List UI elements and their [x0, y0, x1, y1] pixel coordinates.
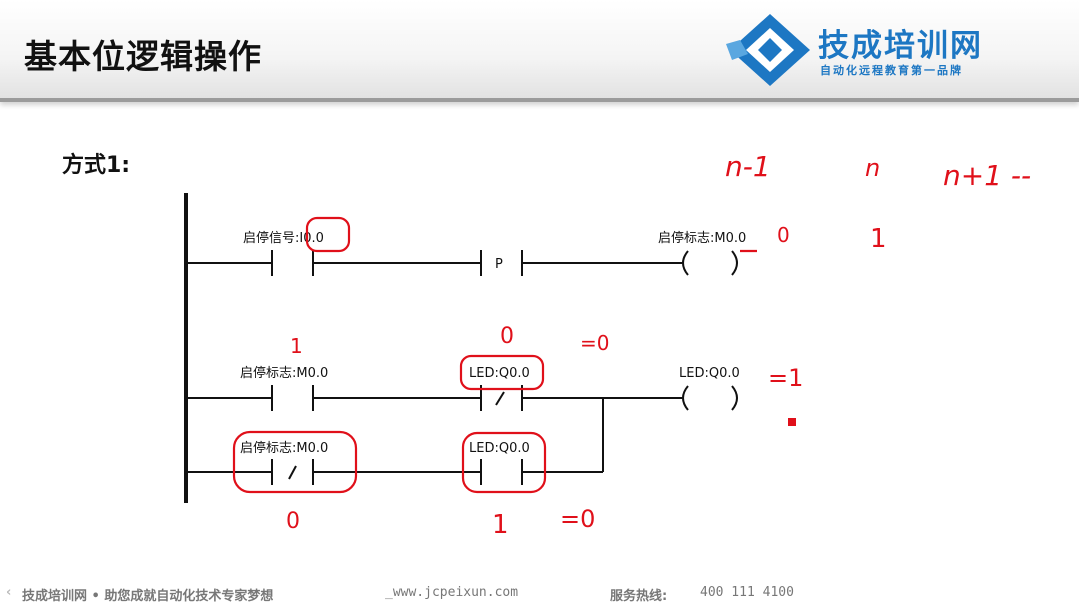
footer-brand: 技成培训网 • 助您成就自动化技术专家梦想: [22, 589, 274, 604]
method-label: 方式1:: [62, 153, 131, 178]
rung1-edge-label: P: [495, 257, 503, 272]
annotation-branch-value: 1: [492, 510, 509, 540]
annotation-n: n: [865, 154, 880, 182]
brand-slogan: 自动化远程教育第一品牌: [820, 64, 963, 77]
annotation-branch-result: =0: [560, 505, 595, 533]
brand-logo-icon: [726, 14, 810, 86]
annotation-nc-value: 0: [500, 324, 514, 349]
annotation-m00-value: 0: [777, 223, 790, 247]
annotation-coil-result: =1: [768, 364, 803, 392]
rung2-nc-contact-label: LED:Q0.0: [469, 366, 530, 381]
rung2-contact-label: 启停标志:M0.0: [240, 365, 328, 381]
annotation-n-value: 1: [870, 224, 887, 254]
footer-hotline-number: 400 111 4100: [700, 585, 794, 600]
rung2-coil-left: [682, 385, 689, 411]
brand-name: 技成培训网: [818, 28, 983, 64]
footer-url[interactable]: _www.jcpeixun.com: [385, 585, 519, 600]
branch-contact-label: LED:Q0.0: [469, 441, 530, 456]
rung1-contact-label: 启停信号:I0.0: [243, 230, 324, 246]
rung1-coil-left: [682, 250, 689, 276]
highlight-branch-contact: [461, 431, 547, 494]
rung2-nc-slash: [495, 391, 505, 406]
annotation-n-minus-1: n-1: [725, 150, 771, 183]
red-marker: [788, 418, 796, 426]
header-bar: 基本位逻辑操作 技成培训网 自动化远程教育第一品牌: [0, 0, 1079, 102]
annotation-nc-result: =0: [580, 331, 609, 355]
highlight-i00: [305, 216, 351, 253]
rung1-coil-label: 启停标志:M0.0: [658, 230, 746, 246]
highlight-rung2-nc: [459, 354, 545, 391]
rung1-coil-right: [731, 250, 738, 276]
rung2-coil-right: [731, 385, 738, 411]
annotation-branch-nc-value: 0: [286, 509, 300, 534]
annotation-n-plus-1: n+1 --: [943, 159, 1031, 192]
highlight-branch-nc: [232, 430, 358, 494]
footer-bar: ‹ 技成培训网 • 助您成就自动化技术专家梦想 _www.jcpeixun.co…: [0, 578, 1079, 607]
rung2-coil-label: LED:Q0.0: [679, 366, 740, 381]
page-title: 基本位逻辑操作: [24, 37, 262, 76]
annotation-contact-value: 1: [290, 334, 303, 358]
footer-hotline-label: 服务热线:: [610, 589, 668, 604]
ladder-diagram: P 启停信号:I0.0 启停标志:M0.0 启停标志:M0.0 LED:Q0.0…: [184, 150, 1031, 540]
branch-nc-slash: [288, 465, 297, 480]
branch-nc-contact-label: 启停标志:M0.0: [240, 440, 328, 456]
chevron-left-icon: ‹: [6, 585, 12, 600]
